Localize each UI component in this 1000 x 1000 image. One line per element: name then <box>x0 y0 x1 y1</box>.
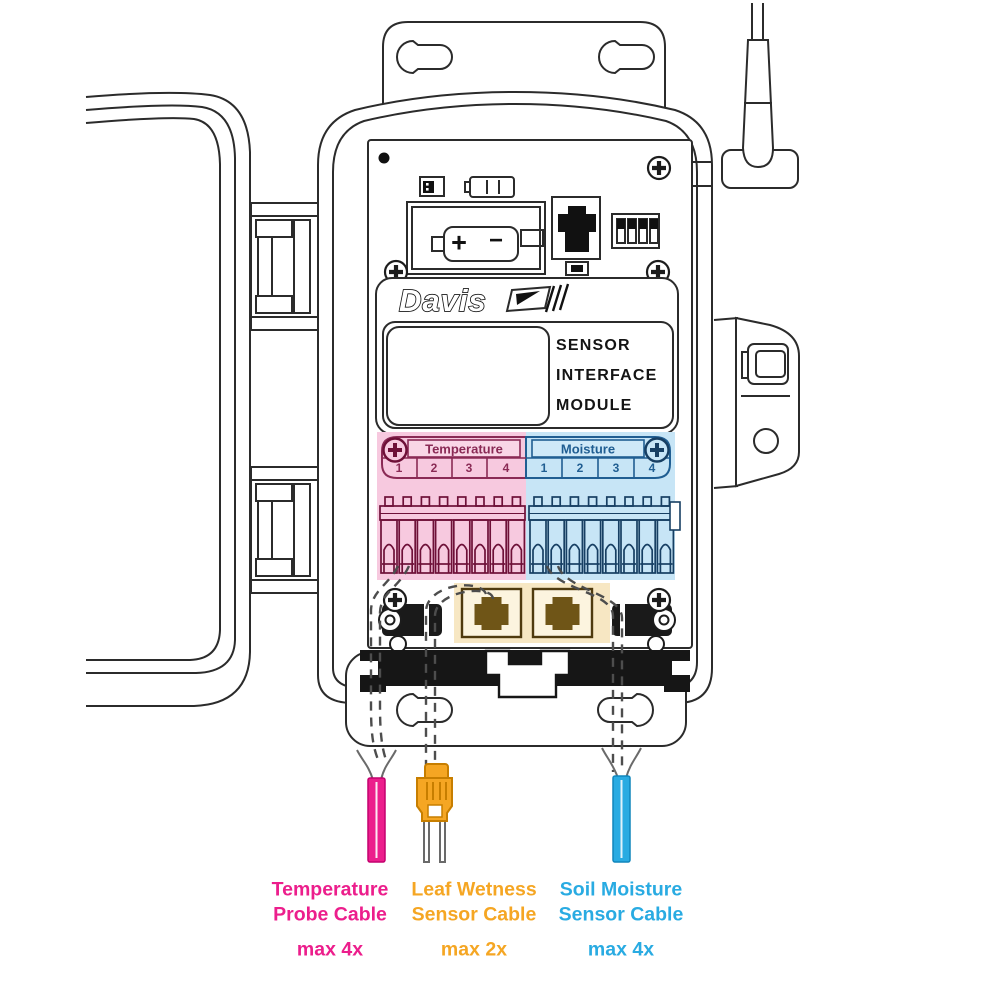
module-label-line1: SENSOR <box>556 337 631 354</box>
antenna-icon <box>721 3 799 189</box>
battery-plus-symbol: + <box>451 227 467 258</box>
battery-icon <box>464 176 515 198</box>
temp-channel-2: 2 <box>430 461 438 475</box>
cable-routes <box>369 565 624 772</box>
leaf-wetness-cable-max: max 2x <box>440 938 508 961</box>
temperature-cable-label-line1: Temperature <box>271 878 389 901</box>
temperature-cable-label-line2: Probe Cable <box>273 903 387 926</box>
keyhole-slot <box>396 693 453 727</box>
screw-icon <box>648 157 670 179</box>
cable-clamp-right <box>612 589 676 653</box>
terminal-sections <box>377 432 681 580</box>
moist-channel-3: 3 <box>612 461 620 475</box>
brand-logo: Davis <box>399 283 487 318</box>
soil-moisture-cable-max: max 4x <box>587 938 655 961</box>
latch-buckle <box>747 343 789 385</box>
rj11-panel <box>454 583 610 643</box>
temperature-cable-max: max 4x <box>296 938 364 961</box>
led-indicator <box>378 152 390 164</box>
battery-holder <box>406 201 546 275</box>
screw-icon <box>648 589 670 611</box>
battery-minus-symbol: − <box>488 227 504 254</box>
enclosure-door <box>85 91 251 707</box>
moist-channel-4: 4 <box>648 461 656 475</box>
leaf-wetness-cable-label-line1: Leaf Wetness <box>411 878 537 901</box>
moist-channel-2: 2 <box>576 461 584 475</box>
temperature-group-label: Temperature <box>425 441 503 457</box>
temp-channel-3: 3 <box>465 461 473 475</box>
small-connector <box>419 176 445 197</box>
module-label-line2: INTERFACE <box>556 367 658 384</box>
temperature-probe-cable <box>356 749 397 863</box>
keyhole-slot <box>396 40 453 74</box>
davis-flag-icon <box>505 283 570 313</box>
temp-channel-4: 4 <box>502 461 510 475</box>
leaf-wetness-cable-route <box>424 584 488 766</box>
keyhole-slot <box>597 693 654 727</box>
soil-moisture-cable <box>601 747 642 863</box>
hinge-bottom <box>250 466 319 594</box>
rj11-jack-1 <box>460 587 523 639</box>
module-label-line3: MODULE <box>556 397 633 414</box>
soil-moisture-cable-label-line2: Sensor Cable <box>558 903 684 926</box>
label-plate: Davis <box>375 277 679 435</box>
screw-icon <box>382 437 408 463</box>
latch-hole <box>753 428 779 454</box>
temp-channel-1: 1 <box>395 461 403 475</box>
leaf-wetness-cable-label-line2: Sensor Cable <box>411 903 537 926</box>
keyhole-slot <box>598 40 655 74</box>
soil-moisture-cable-label-line1: Soil Moisture <box>559 878 683 901</box>
temperature-terminal-block <box>379 496 526 574</box>
rj11-jack-2 <box>531 587 594 639</box>
cable-clamp-left <box>378 589 442 653</box>
hinge-top <box>250 202 319 331</box>
latch-bracket <box>713 316 800 489</box>
leaf-wetness-connector <box>416 763 453 863</box>
screw-icon <box>644 437 670 463</box>
din-release-tab <box>484 649 571 699</box>
moisture-group-label: Moisture <box>560 441 616 457</box>
soil-moisture-cable-route <box>545 565 615 772</box>
moist-channel-1: 1 <box>540 461 548 475</box>
din-rail-bar <box>360 649 690 699</box>
dip-switch <box>611 213 660 249</box>
rj11-board-jack <box>551 196 601 276</box>
temperature-cable-route <box>369 565 400 763</box>
